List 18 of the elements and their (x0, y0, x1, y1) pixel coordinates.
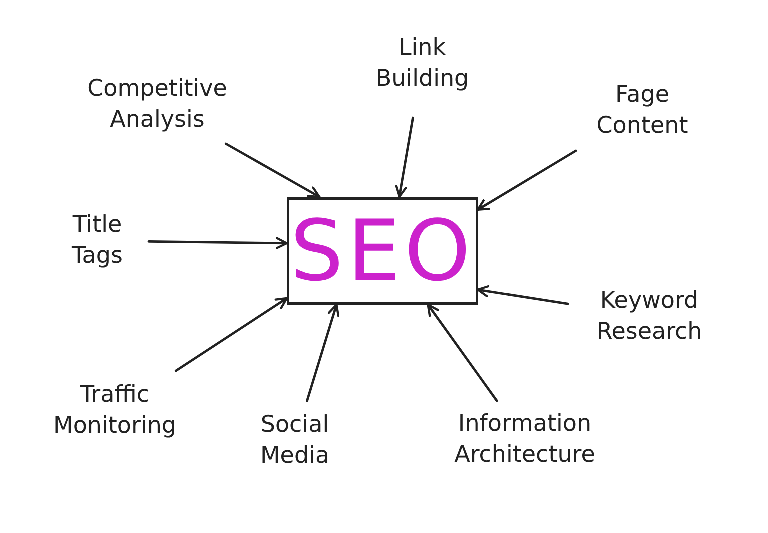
topic-label: Social Media (240, 405, 350, 477)
topic-label: Competitive Analysis (55, 70, 260, 140)
topic-label: Traffic Monitoring (35, 375, 195, 447)
topic-label: Link Building (355, 14, 490, 114)
arrow (427, 304, 498, 402)
topic-label: Title Tags (50, 205, 145, 277)
arrow (476, 150, 578, 212)
topic-label: Information Architecture (425, 405, 625, 475)
arrow (148, 237, 288, 250)
arrow (224, 142, 321, 198)
arrow (174, 297, 288, 372)
arrow (476, 285, 570, 306)
topic-label: Keyword Research (572, 282, 727, 352)
seo-box (287, 197, 478, 305)
arrow (395, 116, 414, 198)
arrow (306, 304, 340, 402)
topic-label: Fage Content (575, 75, 710, 147)
seo-title: SEO (290, 209, 475, 293)
